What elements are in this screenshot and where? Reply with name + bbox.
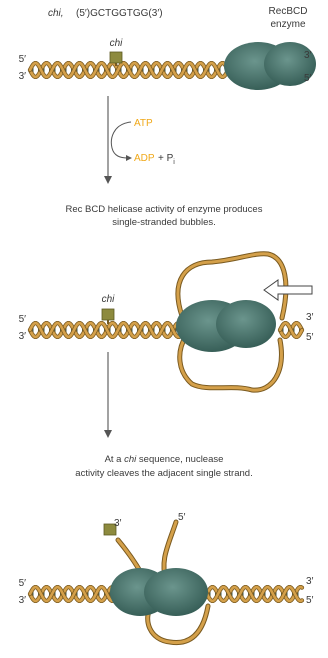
caption-step2-line2: activity cleaves the adjacent single str… <box>75 468 252 479</box>
cut-end-5: 5′ <box>178 512 186 523</box>
atp-label: ATP <box>134 118 153 129</box>
step-1: ATP ADP + Pi Rec BCD helicase activity o… <box>66 96 263 228</box>
caption-step2-line1: At a chi sequence, nuclease <box>105 454 224 465</box>
recbcd-enzyme <box>224 42 316 90</box>
caption-step1-line1: Rec BCD helicase activity of enzyme prod… <box>66 204 263 215</box>
end-5-left: 5′ <box>19 578 27 589</box>
chi-marker: chi <box>102 294 116 324</box>
step-2: At a chi sequence, nuclease activity cle… <box>75 352 252 479</box>
enzyme-label-line1: RecBCD <box>269 6 308 17</box>
chi-label: chi <box>110 38 124 49</box>
sequence-name: chi, <box>48 8 64 19</box>
chi-label: chi <box>102 294 116 305</box>
end-5-left: 5′ <box>19 314 27 325</box>
panel-2: chi 5′ 3′ 3′ 5′ <box>19 254 314 390</box>
chi-marker: chi <box>110 38 124 66</box>
end-3-right: 3′ <box>304 50 312 61</box>
pi-label: + Pi <box>158 153 175 166</box>
end-5-left: 5′ <box>19 54 27 65</box>
panel-1: chi, (5′)GCTGGTGG(3′) RecBCD enzyme chi … <box>19 6 316 90</box>
end-3-left: 3′ <box>19 71 27 82</box>
adp-label: ADP <box>134 153 155 164</box>
sequence-text: (5′)GCTGGTGG(3′) <box>76 8 163 19</box>
recbcd-enzyme <box>110 568 208 616</box>
end-3-right: 3′ <box>306 312 314 323</box>
caption-step1-line2: single-stranded bubbles. <box>112 217 216 228</box>
end-5-right: 5′ <box>306 332 314 343</box>
end-5-right: 5′ <box>306 595 314 606</box>
end-3-right: 3′ <box>306 576 314 587</box>
enzyme-label-line2: enzyme <box>270 19 305 30</box>
panel-3: 3′ 5′ 5′ 3′ 3′ 5′ <box>19 512 314 643</box>
end-5-right: 5′ <box>304 73 312 84</box>
recbcd-enzyme <box>176 300 276 352</box>
end-3-left: 3′ <box>19 331 27 342</box>
cut-end-3: 3′ <box>114 518 122 529</box>
end-3-left: 3′ <box>19 595 27 606</box>
